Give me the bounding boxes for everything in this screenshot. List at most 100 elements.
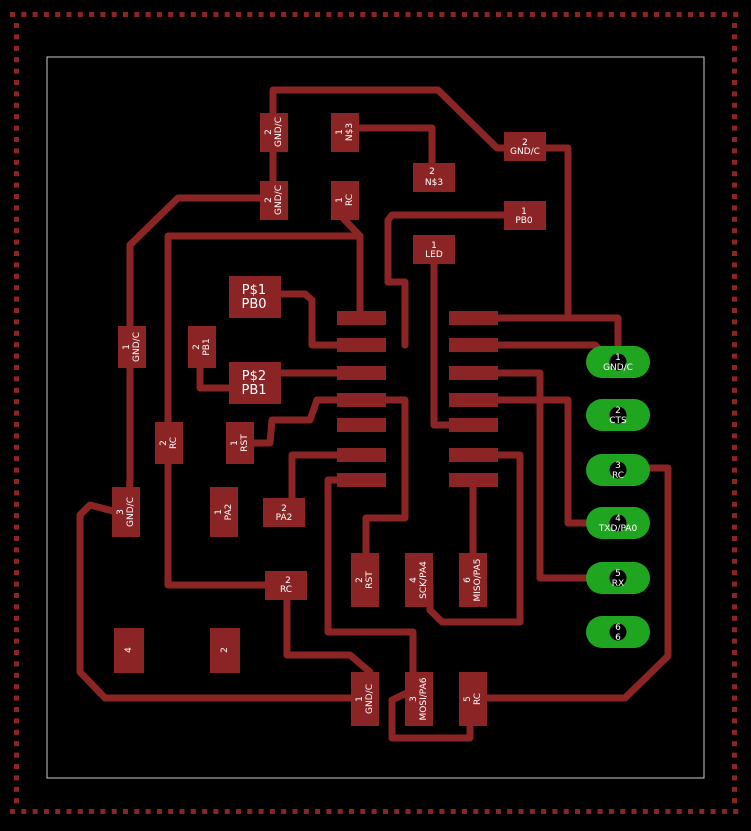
label-rst-left: 1 RST: [230, 434, 250, 452]
label-led: 1 LED: [425, 241, 443, 260]
label-num: 3: [409, 696, 419, 702]
frame-dot: [732, 216, 737, 222]
frame-dot: [732, 148, 737, 154]
frame-dot: [732, 604, 737, 610]
label-rc-mid: 2 RC: [280, 576, 292, 595]
label-pa2-a: 1 PA2: [214, 504, 234, 521]
frame-dot: [405, 809, 411, 814]
label-mosi: 3 MOSI/PA6: [409, 677, 429, 720]
label-name: GND/C: [274, 185, 284, 215]
header-pin-num: 2: [615, 406, 621, 416]
frame-dot: [563, 809, 569, 814]
frame-dot: [14, 707, 19, 712]
frame-dot: [732, 638, 737, 644]
frame-dot: [462, 12, 467, 17]
frame-dot: [14, 752, 19, 758]
frame-dot: [156, 809, 162, 814]
label-num: 1: [431, 241, 437, 251]
frame-dot: [732, 650, 737, 655]
frame-dot: [733, 12, 739, 17]
label-rst-bot: 2 RST: [355, 571, 375, 589]
frame-dot: [111, 12, 117, 17]
frame-dot: [732, 319, 737, 325]
frame-dot: [473, 12, 479, 17]
frame-dot: [732, 513, 737, 519]
ic-pad-left: [337, 473, 386, 487]
label-n3-a: 1 N$3: [335, 123, 355, 141]
label-name: PA2: [276, 513, 293, 523]
label-n3-b: 2 N$3: [425, 167, 443, 188]
header-pin-num: 6: [615, 623, 621, 633]
frame-dot: [732, 102, 737, 108]
label-name: PB1: [202, 338, 212, 355]
header-pin-num: 5: [615, 569, 621, 579]
frame-dot: [732, 558, 737, 564]
label-rc-top: 1 RC: [335, 194, 355, 206]
label-line2: PB1: [241, 383, 266, 398]
frame-dot: [642, 12, 648, 17]
frame-dot: [732, 342, 737, 348]
label-num: 2: [264, 197, 274, 203]
header-pin-num: 1: [615, 353, 621, 363]
label-name: N$3: [345, 123, 355, 141]
frame-dot: [495, 12, 501, 17]
label-gnd-left: 1 GND/C: [122, 332, 142, 362]
label-num: 1: [122, 344, 132, 350]
label-pad2: 2: [220, 647, 230, 653]
frame-dot: [732, 422, 737, 427]
frame-dot: [732, 684, 737, 690]
frame-dot: [405, 12, 411, 17]
frame-dot: [303, 809, 309, 814]
frame-dot: [213, 809, 219, 814]
label-num: 2: [429, 167, 435, 177]
frame-dot: [699, 12, 705, 17]
frame-dot: [111, 809, 117, 814]
frame-dot: [732, 786, 737, 792]
frame-dot: [269, 809, 275, 814]
frame-dot: [371, 809, 377, 814]
frame-dot: [14, 205, 19, 211]
frame-dot: [732, 798, 737, 804]
frame-dot: [14, 296, 19, 302]
trace: [251, 290, 365, 349]
label-name: SCK/PA4: [419, 561, 429, 599]
header-pin-name: GND/C: [603, 363, 633, 373]
pad-gnd-top: [260, 113, 288, 152]
frame-dot: [732, 536, 737, 541]
pad-rc-mid: [265, 571, 307, 600]
frame-dot: [281, 12, 287, 17]
frame-dot: [168, 809, 174, 814]
label-gnd-mid: 2 GND/C: [264, 185, 284, 215]
frame-dot: [14, 627, 19, 633]
frame-dot: [563, 12, 569, 17]
frame-dot: [224, 12, 230, 17]
label-rc-bot: 5 RC: [463, 693, 483, 705]
label-gnd-low: 3 GND/C: [116, 497, 136, 527]
label-rc-left: 2 RC: [159, 437, 179, 449]
pad-rc-bot: [459, 672, 487, 726]
frame-dot: [382, 809, 388, 814]
ic-pad-left: [337, 448, 386, 462]
frame-dot: [732, 672, 737, 678]
frame-dot: [14, 558, 19, 564]
frame-dot: [315, 809, 321, 814]
frame-dot: [145, 809, 151, 814]
pad-pa2-b: [263, 498, 305, 527]
frame-dot: [179, 809, 185, 814]
frame-dot: [14, 798, 19, 804]
frame-dot: [732, 695, 737, 701]
label-name: MOSI/PA6: [419, 677, 429, 720]
label-num: 6: [463, 577, 473, 583]
frame-dot: [450, 12, 456, 17]
label-num: 4: [124, 647, 134, 653]
frame-dot: [14, 387, 19, 393]
header-pin-name: RX: [612, 579, 624, 589]
label-num: 1: [335, 197, 345, 203]
frame-dot: [552, 12, 558, 17]
frame-dot: [732, 91, 737, 97]
frame-dot: [14, 650, 19, 655]
pad-rc-left: [155, 422, 183, 464]
